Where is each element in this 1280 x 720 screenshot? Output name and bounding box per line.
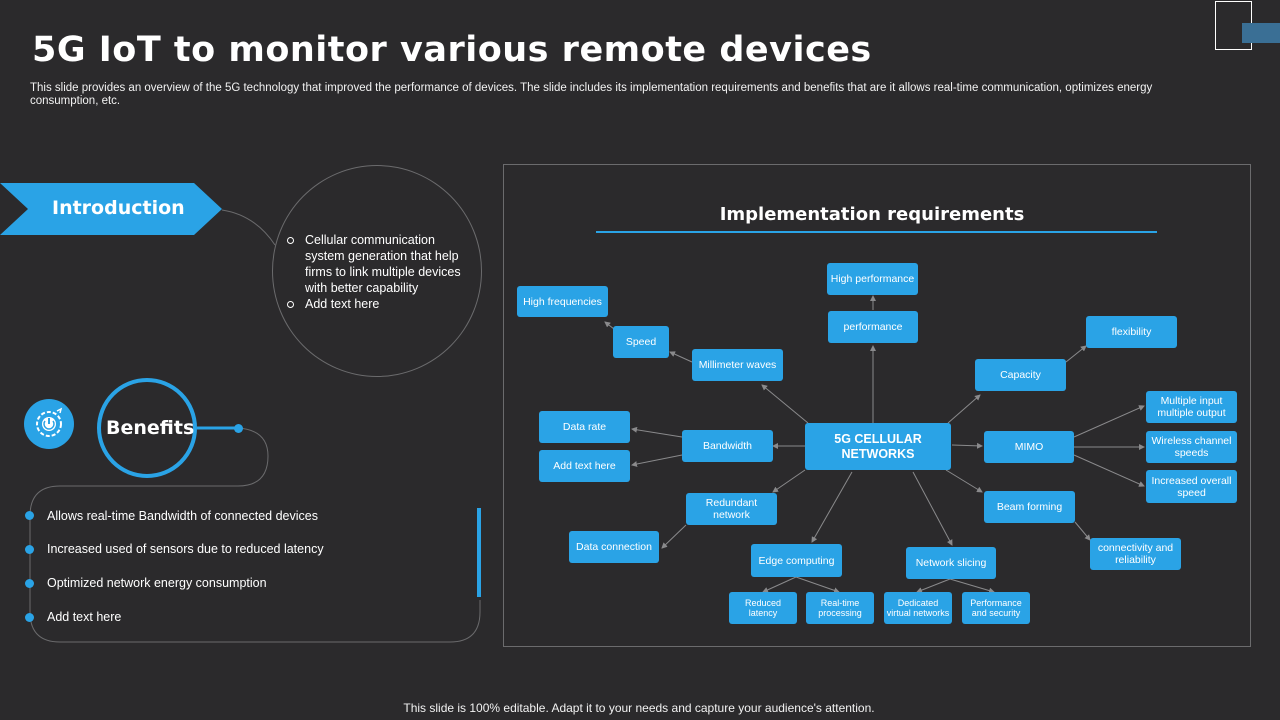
introduction-label: Introduction	[52, 197, 185, 219]
node-network-slicing: Network slicing	[906, 547, 996, 579]
benefit-item: Add text here	[47, 610, 122, 624]
benefit-item: Allows real-time Bandwidth of connected …	[47, 509, 318, 523]
footer-note: This slide is 100% editable. Adapt it to…	[403, 701, 875, 715]
implementation-title: Implementation requirements	[719, 204, 1025, 225]
node-dedicated-virtual-networks: Dedicated virtual networks	[884, 592, 952, 624]
node-wireless-channel-speeds: Wireless channel speeds	[1146, 431, 1237, 463]
introduction-item: Add text here	[287, 296, 477, 312]
corner-decoration-tab	[1242, 23, 1280, 43]
benefit-bullet	[25, 511, 34, 520]
gear-power-icon	[24, 399, 74, 449]
node-increased-overall-speed: Increased overall speed	[1146, 470, 1237, 503]
node-flexibility: flexibility	[1086, 316, 1177, 348]
node-data-rate: Data rate	[539, 411, 630, 443]
introduction-list: Cellular communication system generation…	[287, 232, 477, 312]
node-connectivity-reliability: connectivity and reliability	[1090, 538, 1181, 570]
node-5g-cellular-networks: 5G CELLULAR NETWORKS	[805, 423, 951, 470]
node-speed: Speed	[613, 326, 669, 358]
node-multiple-input-output: Multiple input multiple output	[1146, 391, 1237, 423]
benefit-item: Increased used of sensors due to reduced…	[47, 542, 324, 556]
page-title: 5G IoT to monitor various remote devices	[32, 30, 872, 70]
node-performance: performance	[828, 311, 918, 343]
node-capacity: Capacity	[975, 359, 1066, 391]
implementation-title-underline	[596, 231, 1157, 233]
node-reduced-latency: Reduced latency	[729, 592, 797, 624]
node-data-connection: Data connection	[569, 531, 659, 563]
node-mimo: MIMO	[984, 431, 1074, 463]
benefit-bullet	[25, 579, 34, 588]
introduction-tag	[0, 183, 222, 235]
node-high-frequencies: High frequencies	[517, 286, 608, 317]
node-add-text: Add text here	[539, 450, 630, 482]
node-realtime-processing: Real-time processing	[806, 592, 874, 624]
benefits-connector-dot	[234, 424, 243, 433]
introduction-circle	[272, 165, 482, 377]
benefits-label: Benefits	[106, 417, 195, 439]
node-beam-forming: Beam forming	[984, 491, 1075, 523]
introduction-item: Cellular communication system generation…	[287, 232, 477, 296]
node-millimeter-waves: Millimeter waves	[692, 349, 783, 381]
node-performance-security: Performance and security	[962, 592, 1030, 624]
benefit-bullet	[25, 613, 34, 622]
benefit-bullet	[25, 545, 34, 554]
implementation-panel	[503, 164, 1251, 647]
benefits-ring	[97, 378, 197, 478]
node-edge-computing: Edge computing	[751, 544, 842, 577]
node-bandwidth: Bandwidth	[682, 430, 773, 462]
node-high-performance: High performance	[827, 263, 918, 295]
node-redundant-network: Redundant network	[686, 493, 777, 525]
benefits-accent-bar	[477, 508, 481, 597]
page-subtitle: This slide provides an overview of the 5…	[30, 82, 1153, 107]
benefit-item: Optimized network energy consumption	[47, 576, 267, 590]
